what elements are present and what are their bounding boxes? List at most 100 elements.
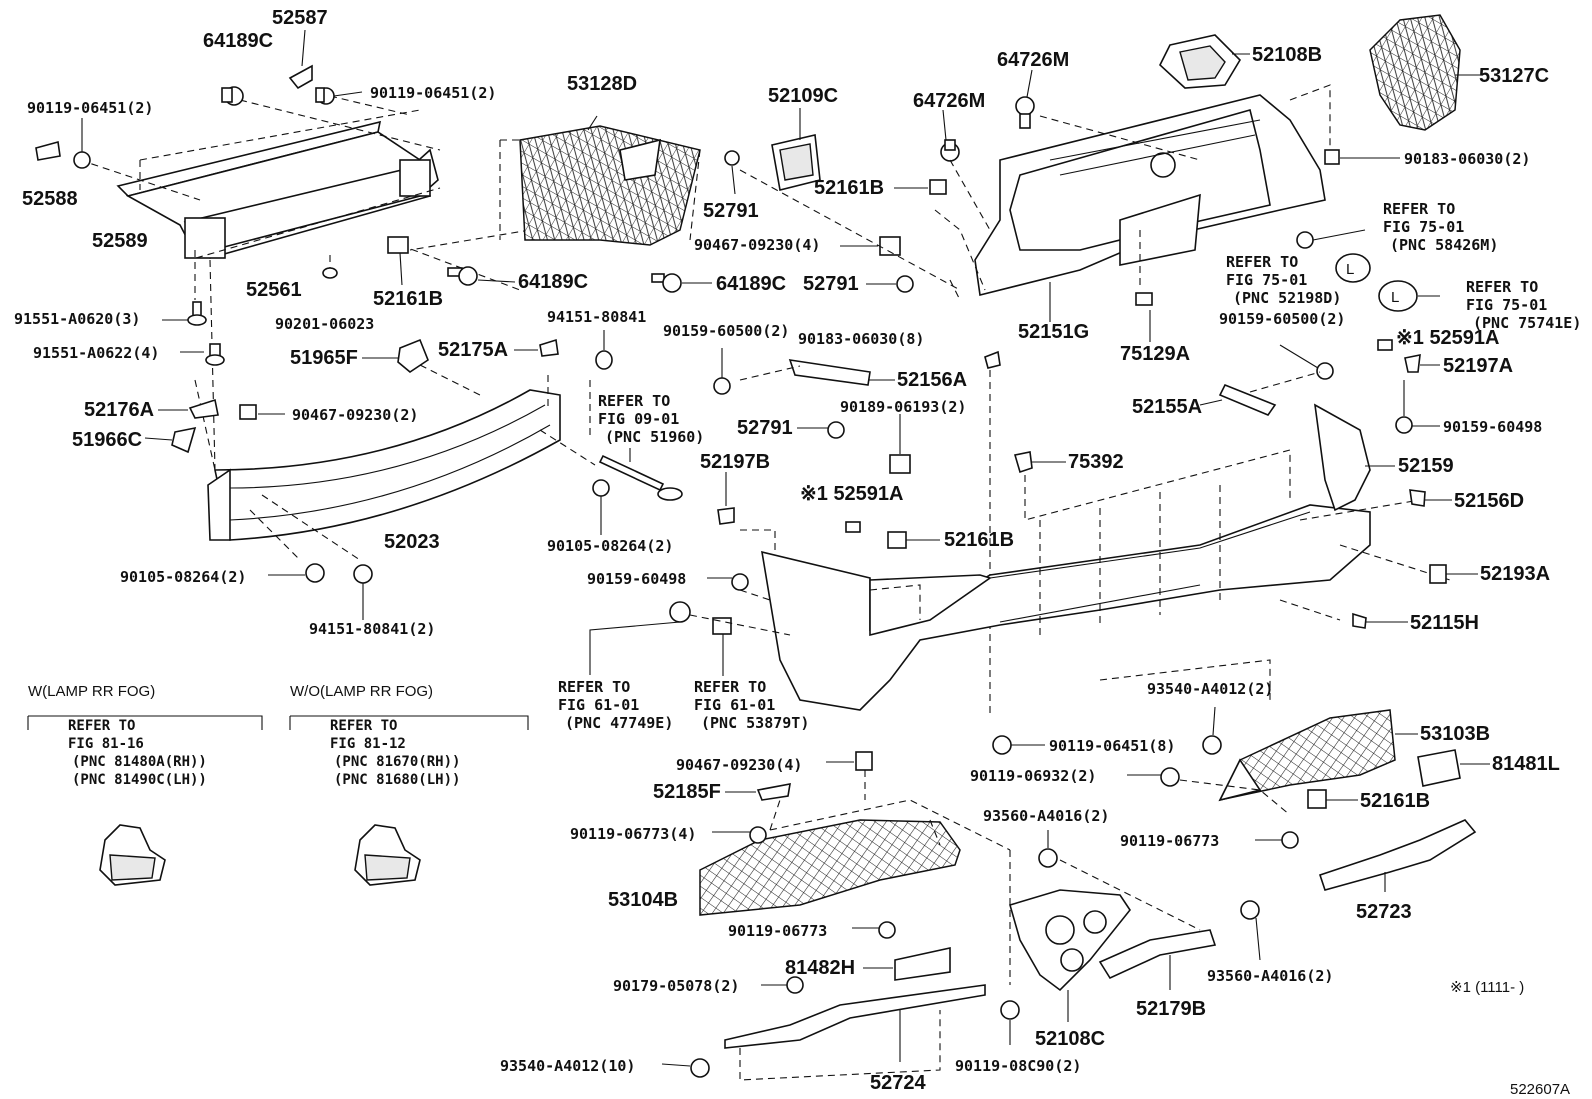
part-label[interactable]: 93540-A4012(2) [1147, 680, 1273, 698]
part-label[interactable]: 64189C [203, 30, 273, 52]
clip-icon[interactable] [889, 414, 911, 474]
part-label[interactable]: 94151-80841(2) [309, 620, 435, 638]
grille-53103B[interactable] [1218, 709, 1396, 802]
part-label[interactable]: 52109C [768, 85, 838, 107]
part-label[interactable]: 90119-06451(2) [27, 99, 153, 117]
part-label[interactable]: 81482H [785, 957, 855, 979]
cap-icon[interactable] [1135, 292, 1153, 342]
bolt-icon[interactable] [852, 921, 896, 939]
bracket-52185F[interactable] [725, 783, 791, 801]
part-label[interactable]: 52156D [1454, 490, 1524, 512]
part-label[interactable]: 53128D [567, 73, 637, 95]
part-label[interactable]: 90201-06023 [275, 315, 374, 333]
reference-fig61-a[interactable]: REFER TO FIG 61-01 (PNC 47749E) [558, 678, 673, 732]
part-label[interactable]: 52588 [22, 188, 78, 210]
part-label[interactable]: 52724 [870, 1072, 926, 1094]
duct-52108C[interactable] [1009, 889, 1131, 992]
part-label[interactable]: 91551-A0620(3) [14, 310, 140, 328]
clip-icon[interactable] [712, 617, 732, 676]
part-label[interactable]: ※1 52591A [1396, 327, 1500, 349]
clip-icon[interactable] [35, 140, 61, 161]
part-label[interactable]: 52155A [1132, 396, 1202, 418]
part-label[interactable]: 52179B [1136, 998, 1206, 1020]
clip-icon[interactable] [1127, 767, 1180, 787]
part-label[interactable]: 90159-60498 [1443, 418, 1542, 436]
part-label[interactable]: 90105-08264(2) [547, 537, 673, 555]
part-label[interactable]: 90467-09230(4) [676, 756, 802, 774]
part-label[interactable]: 93560-A4016(2) [983, 807, 1109, 825]
part-label[interactable]: 52108C [1035, 1028, 1105, 1050]
clip-icon[interactable] [1377, 339, 1393, 351]
bolt-icon[interactable] [180, 343, 225, 366]
bolt-icon[interactable] [1240, 900, 1261, 961]
part-label[interactable]: 81481L [1492, 753, 1560, 775]
part-label[interactable]: 91551-A0622(4) [33, 344, 159, 362]
part-label[interactable]: 93540-A4012(10) [500, 1057, 635, 1075]
clip-icon[interactable] [894, 179, 947, 195]
screw-icon[interactable] [797, 421, 845, 439]
bracket-icon[interactable] [144, 426, 197, 454]
part-label[interactable]: 52175A [438, 339, 508, 361]
part-label[interactable]: 90159-60498 [587, 570, 686, 588]
part-label[interactable]: 64726M [913, 90, 985, 112]
part-label[interactable]: 52159 [1398, 455, 1454, 477]
part-label[interactable]: 52791 [737, 417, 793, 439]
part-label[interactable]: 52161B [1360, 790, 1430, 812]
part-label[interactable]: 90159-60500(2) [663, 322, 789, 340]
upper-reinforcement-52561[interactable] [116, 120, 439, 259]
part-label[interactable]: 52151G [1018, 321, 1089, 343]
part-label[interactable]: 52161B [373, 288, 443, 310]
clip-icon[interactable] [1429, 564, 1478, 584]
duct-52108B[interactable] [1159, 34, 1242, 89]
part-label[interactable]: 90183-06030(8) [798, 330, 924, 348]
clip-icon[interactable] [1409, 489, 1452, 507]
part-label[interactable]: 90119-06773 [728, 922, 827, 940]
part-label[interactable]: 52023 [384, 531, 440, 553]
clip-icon[interactable] [1307, 789, 1358, 809]
part-label[interactable]: 90119-06451(8) [1049, 737, 1175, 755]
clip-icon[interactable] [589, 601, 691, 675]
clip-icon[interactable] [940, 109, 960, 162]
side-bracket-52159[interactable] [1313, 403, 1395, 512]
part-label[interactable]: 53127C [1479, 65, 1549, 87]
bolt-icon[interactable] [1038, 830, 1058, 868]
clip-icon[interactable] [826, 751, 873, 771]
reinforcement-52023[interactable] [207, 389, 561, 541]
nut-icon[interactable] [761, 976, 804, 994]
clip-icon[interactable] [514, 338, 559, 357]
part-label[interactable]: 52161B [944, 529, 1014, 551]
fog-lamp-icon[interactable] [354, 824, 421, 886]
part-label[interactable]: 53104B [608, 889, 678, 911]
part-label[interactable]: 51965F [290, 347, 358, 369]
bolt-icon[interactable] [712, 826, 767, 844]
bolt-icon[interactable] [162, 301, 207, 326]
nut-icon[interactable] [322, 267, 338, 279]
part-label[interactable]: 52197B [700, 451, 770, 473]
part-label[interactable]: 90467-09230(4) [694, 236, 820, 254]
part-label[interactable]: 90119-06773 [1120, 832, 1219, 850]
part-label[interactable]: 52161B [814, 177, 884, 199]
tow-hook-icon[interactable] [598, 454, 683, 501]
screw-icon[interactable] [1395, 380, 1440, 434]
grille-53128D[interactable] [519, 125, 701, 246]
part-label[interactable]: 52561 [246, 279, 302, 301]
part-label[interactable]: 53103B [1420, 723, 1490, 745]
part-label[interactable]: 90105-08264(2) [120, 568, 246, 586]
part-label[interactable]: 90189-06193(2) [840, 398, 966, 416]
part-label[interactable]: 52185F [653, 781, 721, 803]
part-label[interactable]: 52108B [1252, 44, 1322, 66]
bolt-icon[interactable] [73, 118, 91, 169]
clip-icon[interactable] [840, 236, 901, 256]
bolt-icon[interactable] [221, 86, 244, 106]
part-label[interactable]: 52176A [84, 399, 154, 421]
part-label[interactable]: 90159-60500(2) [1219, 310, 1345, 328]
bolt-icon[interactable] [651, 273, 712, 293]
fog-lamp-icon[interactable] [99, 824, 166, 886]
clip-icon[interactable] [984, 350, 1001, 369]
part-label[interactable]: 52156A [897, 369, 967, 391]
emblem-icon[interactable]: L [1335, 253, 1371, 283]
lower-grille-53104B[interactable] [699, 819, 961, 916]
part-label[interactable]: 90467-09230(2) [292, 406, 418, 424]
screw-icon[interactable] [707, 573, 749, 591]
bolt-icon[interactable] [268, 563, 325, 583]
